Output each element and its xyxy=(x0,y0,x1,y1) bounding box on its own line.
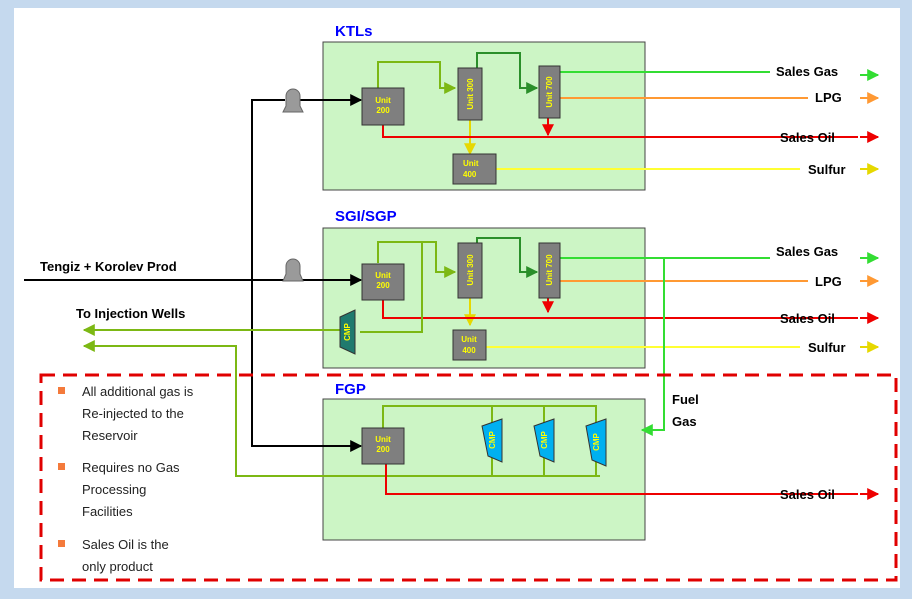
unit-label-400-sgi-a: Unit xyxy=(461,335,477,344)
unit-label-700-sgi: Unit 700 xyxy=(545,254,554,286)
note-3-line-2: only product xyxy=(82,559,153,574)
unit-label-200-ktl-a: Unit xyxy=(375,96,391,105)
plant-title-fgp: FGP xyxy=(335,381,366,398)
note-bullet-3 xyxy=(58,540,65,547)
notes-list: All additional gas is Re-injected to the… xyxy=(58,384,194,574)
product-sales-gas-sgi: Sales Gas xyxy=(776,244,838,259)
unit-300-sgi: Unit 300 xyxy=(457,242,483,299)
plant-title-ktl: KTLs xyxy=(335,23,373,40)
feed-label: Tengiz + Korolev Prod xyxy=(40,259,177,274)
pump-icon-sgi xyxy=(282,258,304,282)
note-1-line-3: Reservoir xyxy=(82,428,138,443)
unit-label-400-ktl-b: 400 xyxy=(463,170,477,179)
compressor-fgp-1: CMP xyxy=(481,418,503,463)
plant-title-sgi: SGI/SGP xyxy=(335,208,397,225)
note-2-line-3: Facilities xyxy=(82,504,133,519)
product-sales-gas-ktl: Sales Gas xyxy=(776,64,838,79)
unit-label-200-fgp-b: 200 xyxy=(376,445,390,454)
cmp-label-fgp-2: CMP xyxy=(540,430,549,448)
fuel-gas-line xyxy=(640,258,665,436)
note-2-line-1: Requires no Gas xyxy=(82,460,180,475)
unit-400-sgi: Unit 400 xyxy=(452,329,487,361)
product-lpg-ktl: LPG xyxy=(815,90,842,105)
sgi-internal-flows xyxy=(360,237,858,333)
unit-300-ktl: Unit 300 xyxy=(457,67,483,121)
cmp-label-fgp-3: CMP xyxy=(592,432,601,450)
cmp-label-sgi: CMP xyxy=(343,322,352,340)
pump-icon-ktl xyxy=(282,88,304,113)
note-3-line-1: Sales Oil is the xyxy=(82,537,169,552)
note-bullet-1 xyxy=(58,387,65,394)
ktl-product-lines xyxy=(496,69,880,175)
unit-label-200-ktl-b: 200 xyxy=(376,106,390,115)
unit-label-400-sgi-b: 400 xyxy=(462,346,476,355)
note-1-line-2: Re-injected to the xyxy=(82,406,184,421)
unit-label-200-sgi-a: Unit xyxy=(375,271,391,280)
unit-200-ktl: Unit 200 xyxy=(361,87,405,126)
fuel-gas-label-1: Fuel xyxy=(672,392,699,407)
product-lpg-sgi: LPG xyxy=(815,274,842,289)
note-bullet-2 xyxy=(58,463,65,470)
injection-label: To Injection Wells xyxy=(76,306,185,321)
product-sulfur-ktl: Sulfur xyxy=(808,162,846,177)
note-2-line-2: Processing xyxy=(82,482,146,497)
fgp-highlight-box xyxy=(39,373,898,582)
unit-400-ktl: Unit 400 xyxy=(452,153,497,185)
product-sales-oil-sgi: Sales Oil xyxy=(780,311,835,326)
unit-200-fgp: Unit 200 xyxy=(361,427,405,465)
cmp-label-fgp-1: CMP xyxy=(488,430,497,448)
compressor-fgp-3: CMP xyxy=(585,418,607,467)
plant-box-fgp xyxy=(322,398,646,541)
unit-label-400-ktl-a: Unit xyxy=(463,159,479,168)
compressor-fgp-2: CMP xyxy=(533,418,555,463)
unit-label-300-ktl: Unit 300 xyxy=(466,78,475,110)
fuel-gas-label-2: Gas xyxy=(672,414,697,429)
fgp-flows xyxy=(382,405,880,500)
unit-label-200-fgp-a: Unit xyxy=(375,435,391,444)
injection-lines xyxy=(82,324,600,477)
unit-label-300-sgi: Unit 300 xyxy=(466,254,475,286)
unit-label-700-ktl: Unit 700 xyxy=(545,76,554,108)
product-sales-oil-fgp: Sales Oil xyxy=(780,487,835,502)
compressor-sgi: CMP xyxy=(339,309,356,355)
unit-700-ktl: Unit 700 xyxy=(538,65,561,119)
unit-label-200-sgi-b: 200 xyxy=(376,281,390,290)
product-sales-oil-ktl: Sales Oil xyxy=(780,130,835,145)
ktl-internal-flows xyxy=(377,52,858,156)
unit-200-sgi: Unit 200 xyxy=(361,263,405,301)
unit-700-sgi: Unit 700 xyxy=(538,242,561,299)
note-1-line-1: All additional gas is xyxy=(82,384,194,399)
product-sulfur-sgi: Sulfur xyxy=(808,340,846,355)
